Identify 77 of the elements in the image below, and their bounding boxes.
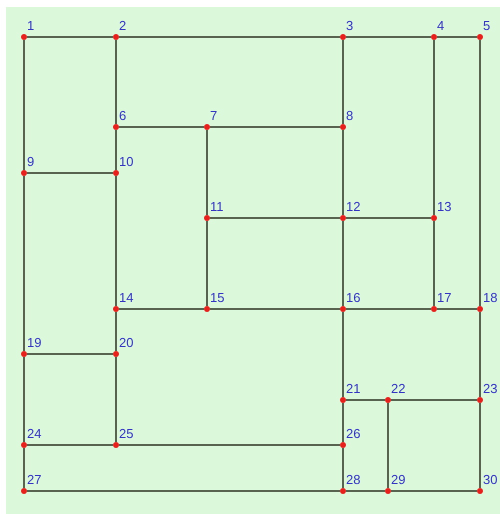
connector-line [342, 40, 344, 124]
point-number: 20 [119, 336, 134, 350]
connector-line [479, 40, 481, 306]
point-number: 22 [391, 382, 406, 396]
connector-line [346, 490, 385, 492]
connector-line [115, 312, 117, 351]
connector-line [27, 172, 113, 174]
point-number: 14 [119, 291, 134, 305]
connector-line [27, 490, 340, 492]
point-number: 26 [346, 427, 360, 441]
point-number: 11 [210, 200, 224, 214]
point-number: 10 [119, 155, 134, 169]
connector-line [433, 221, 435, 306]
connector-line [119, 126, 204, 128]
numbered-point [477, 473, 500, 494]
point-number: 28 [346, 473, 360, 487]
point-number: 1 [27, 19, 34, 33]
connector-line [479, 312, 481, 397]
point-number: 6 [119, 109, 126, 123]
connector-line [115, 357, 117, 442]
point-number: 19 [27, 336, 42, 350]
connector-line [27, 444, 113, 446]
point-number: 21 [346, 382, 360, 396]
connector-line [342, 312, 344, 397]
point-number: 24 [27, 427, 42, 441]
connector-line [342, 221, 344, 306]
connector-line [342, 403, 344, 442]
connector-line [115, 176, 117, 306]
point-number: 18 [483, 291, 498, 305]
connector-line [27, 353, 113, 355]
point-number: 17 [437, 291, 452, 305]
connector-line [210, 308, 340, 310]
connector-line [119, 36, 340, 38]
connector-line [437, 308, 477, 310]
connector-line [437, 36, 477, 38]
connector-line [115, 130, 117, 170]
connector-line [27, 36, 113, 38]
point-number: 13 [437, 200, 452, 214]
point-number: 25 [119, 427, 134, 441]
point-number: 15 [210, 291, 224, 305]
connector-line [23, 448, 25, 488]
connector-line [206, 221, 208, 306]
connector-line [342, 448, 344, 488]
point-number: 2 [119, 19, 126, 33]
connector-line [210, 126, 340, 128]
point-number: 9 [27, 155, 34, 169]
numbered-point [477, 382, 500, 403]
point-number: 3 [346, 19, 354, 33]
point-number: 23 [483, 382, 498, 396]
connector-line [119, 444, 340, 446]
connector-line [119, 308, 204, 310]
connector-line [433, 40, 435, 215]
connector-line [479, 403, 481, 488]
connector-line [346, 308, 431, 310]
connector-line [346, 399, 385, 401]
point-number: 30 [483, 473, 498, 487]
connector-line [387, 403, 389, 488]
connector-line [391, 399, 477, 401]
point-number: 7 [210, 109, 218, 123]
point-number: 27 [27, 473, 42, 487]
point-number: 16 [346, 291, 360, 305]
point-number: 12 [346, 200, 360, 214]
point-number: 4 [437, 19, 444, 33]
point-number: 5 [483, 19, 490, 33]
point-number: 8 [346, 109, 354, 123]
connector-line [391, 490, 477, 492]
connector-line [206, 130, 208, 215]
connector-line [210, 217, 340, 219]
connector-line [346, 36, 431, 38]
connector-line [115, 40, 117, 124]
connector-line [23, 357, 25, 442]
point-number: 29 [391, 473, 406, 487]
connector-line [23, 40, 25, 170]
connector-line [342, 130, 344, 215]
numbered-point [477, 291, 500, 312]
connector-line [23, 176, 25, 351]
connector-line [346, 217, 431, 219]
